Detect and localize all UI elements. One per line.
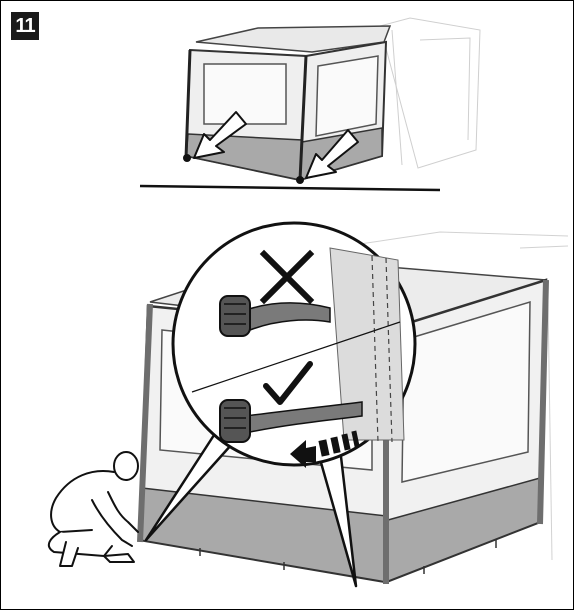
detail-callout <box>173 223 415 468</box>
top-background-annex <box>380 18 480 168</box>
tensioner-buckle-incorrect <box>220 296 250 336</box>
top-peg-point-right <box>296 176 304 184</box>
top-front-window <box>316 56 378 136</box>
top-peg-point-left <box>183 154 191 162</box>
kneeling-person <box>49 452 138 566</box>
top-awning-illustration <box>140 18 480 190</box>
bottom-awning-illustration <box>49 223 568 586</box>
top-ground-line <box>140 186 440 190</box>
top-side-window <box>204 64 286 124</box>
tensioner-buckle-correct <box>220 400 250 442</box>
